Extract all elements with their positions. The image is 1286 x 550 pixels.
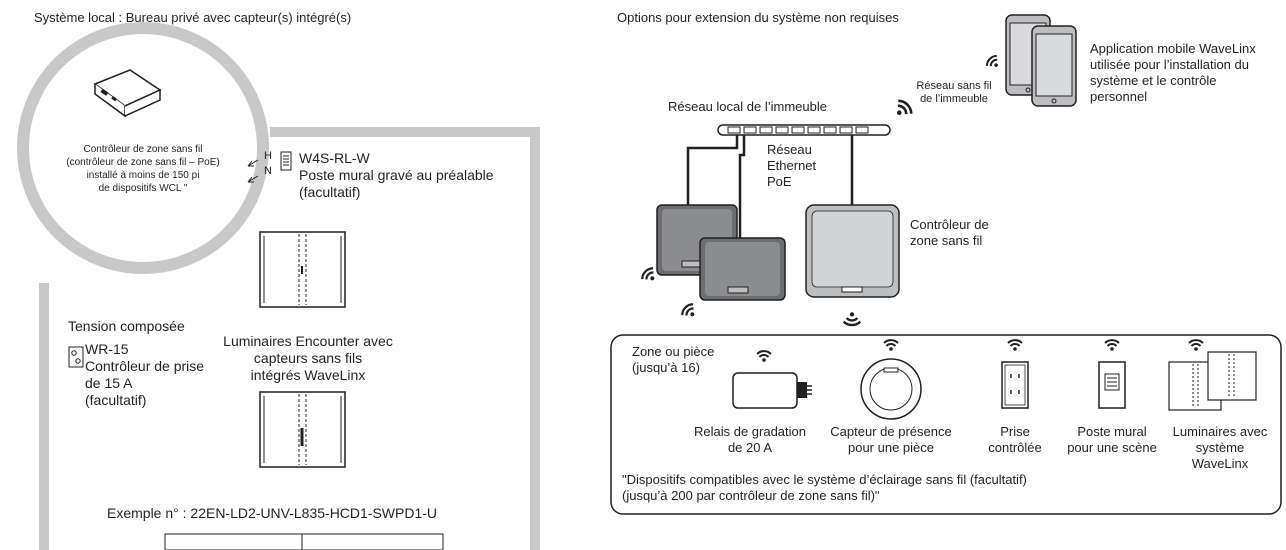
controller-range-circle xyxy=(17,22,269,274)
zone-label: Zone ou pièce (jusqu’à 16) xyxy=(632,344,715,375)
device-label-relay: Relais de gradation de 20 A xyxy=(693,424,807,455)
room-walls xyxy=(39,127,540,550)
wireless-zone-controller-large-icon xyxy=(805,204,900,298)
zone-controller-label: Contrôleur de zone sans fil xyxy=(910,217,989,248)
poe-controller-2-icon xyxy=(699,237,786,301)
wall-station-switch-icon xyxy=(280,151,292,171)
receptacle-icon xyxy=(1001,361,1029,409)
compatible-devices-note: "Dispositifs compatibles avec le système… xyxy=(622,472,1027,503)
receptacle-desc: Contrôleur de prise de 15 A (facultatif) xyxy=(85,358,205,408)
switch-label-n: N xyxy=(264,165,272,177)
mobile-phones-icon xyxy=(1005,14,1077,107)
poe-network-label: Réseau Ethernet PoE xyxy=(767,142,817,189)
luminaires-label: Luminaires Encounter avec capteurs sans … xyxy=(223,333,393,383)
phone-wifi-icon xyxy=(983,52,1004,73)
controller-circle-text: Contrôleur de zone sans fil (contrôleur … xyxy=(66,144,220,194)
example-part-number: Exemple n° : 22EN-LD2-UNV-L835-HCD1-SWPD… xyxy=(107,505,438,521)
device-label-wall-station: Poste mural pour une scène xyxy=(1067,424,1157,455)
wireless-network-label: Réseau sans fil de l’immeuble xyxy=(916,80,992,105)
wall-table xyxy=(164,533,444,550)
zone-controller-wifi-icon xyxy=(842,311,862,327)
luminaire-icon xyxy=(1168,351,1257,411)
right-title: Options pour extension du système non re… xyxy=(617,10,899,25)
mobile-app-label: Application mobile WaveLinx utilisée pou… xyxy=(1090,41,1256,104)
luminaire-lower xyxy=(259,391,346,468)
left-title: Système local : Bureau privé avec capteu… xyxy=(34,10,352,25)
tension-label: Tension composée xyxy=(68,318,185,334)
hot-neutral-arrows xyxy=(247,159,259,183)
wall-station-icon xyxy=(1098,361,1126,409)
relay-icon xyxy=(732,372,812,409)
network-switch-icon xyxy=(717,124,891,136)
device-label-sensor: Capteur de présence pour une pièce xyxy=(830,424,952,455)
luminaire-upper xyxy=(259,231,346,308)
occupancy-sensor-icon xyxy=(860,358,922,420)
wall-station-desc: Poste mural gravé au préalable (facultat… xyxy=(299,167,494,200)
wall-station-model: W4S-RL-W xyxy=(299,150,370,166)
wireless-zone-controller-icon xyxy=(93,69,162,118)
device-label-receptacle: Prise contrôlée xyxy=(988,424,1042,455)
local-network-label: Réseau local de l’immeuble xyxy=(668,99,827,114)
switch-label-h: H xyxy=(264,150,272,162)
ethernet-cables xyxy=(686,135,854,240)
receptacle-model: WR-15 xyxy=(85,341,129,357)
poe-controller-2-wifi-icon xyxy=(678,300,701,323)
device-label-luminaires: Luminaires avec système WaveLinx xyxy=(1172,424,1268,471)
receptacle-controller-icon xyxy=(68,346,84,368)
